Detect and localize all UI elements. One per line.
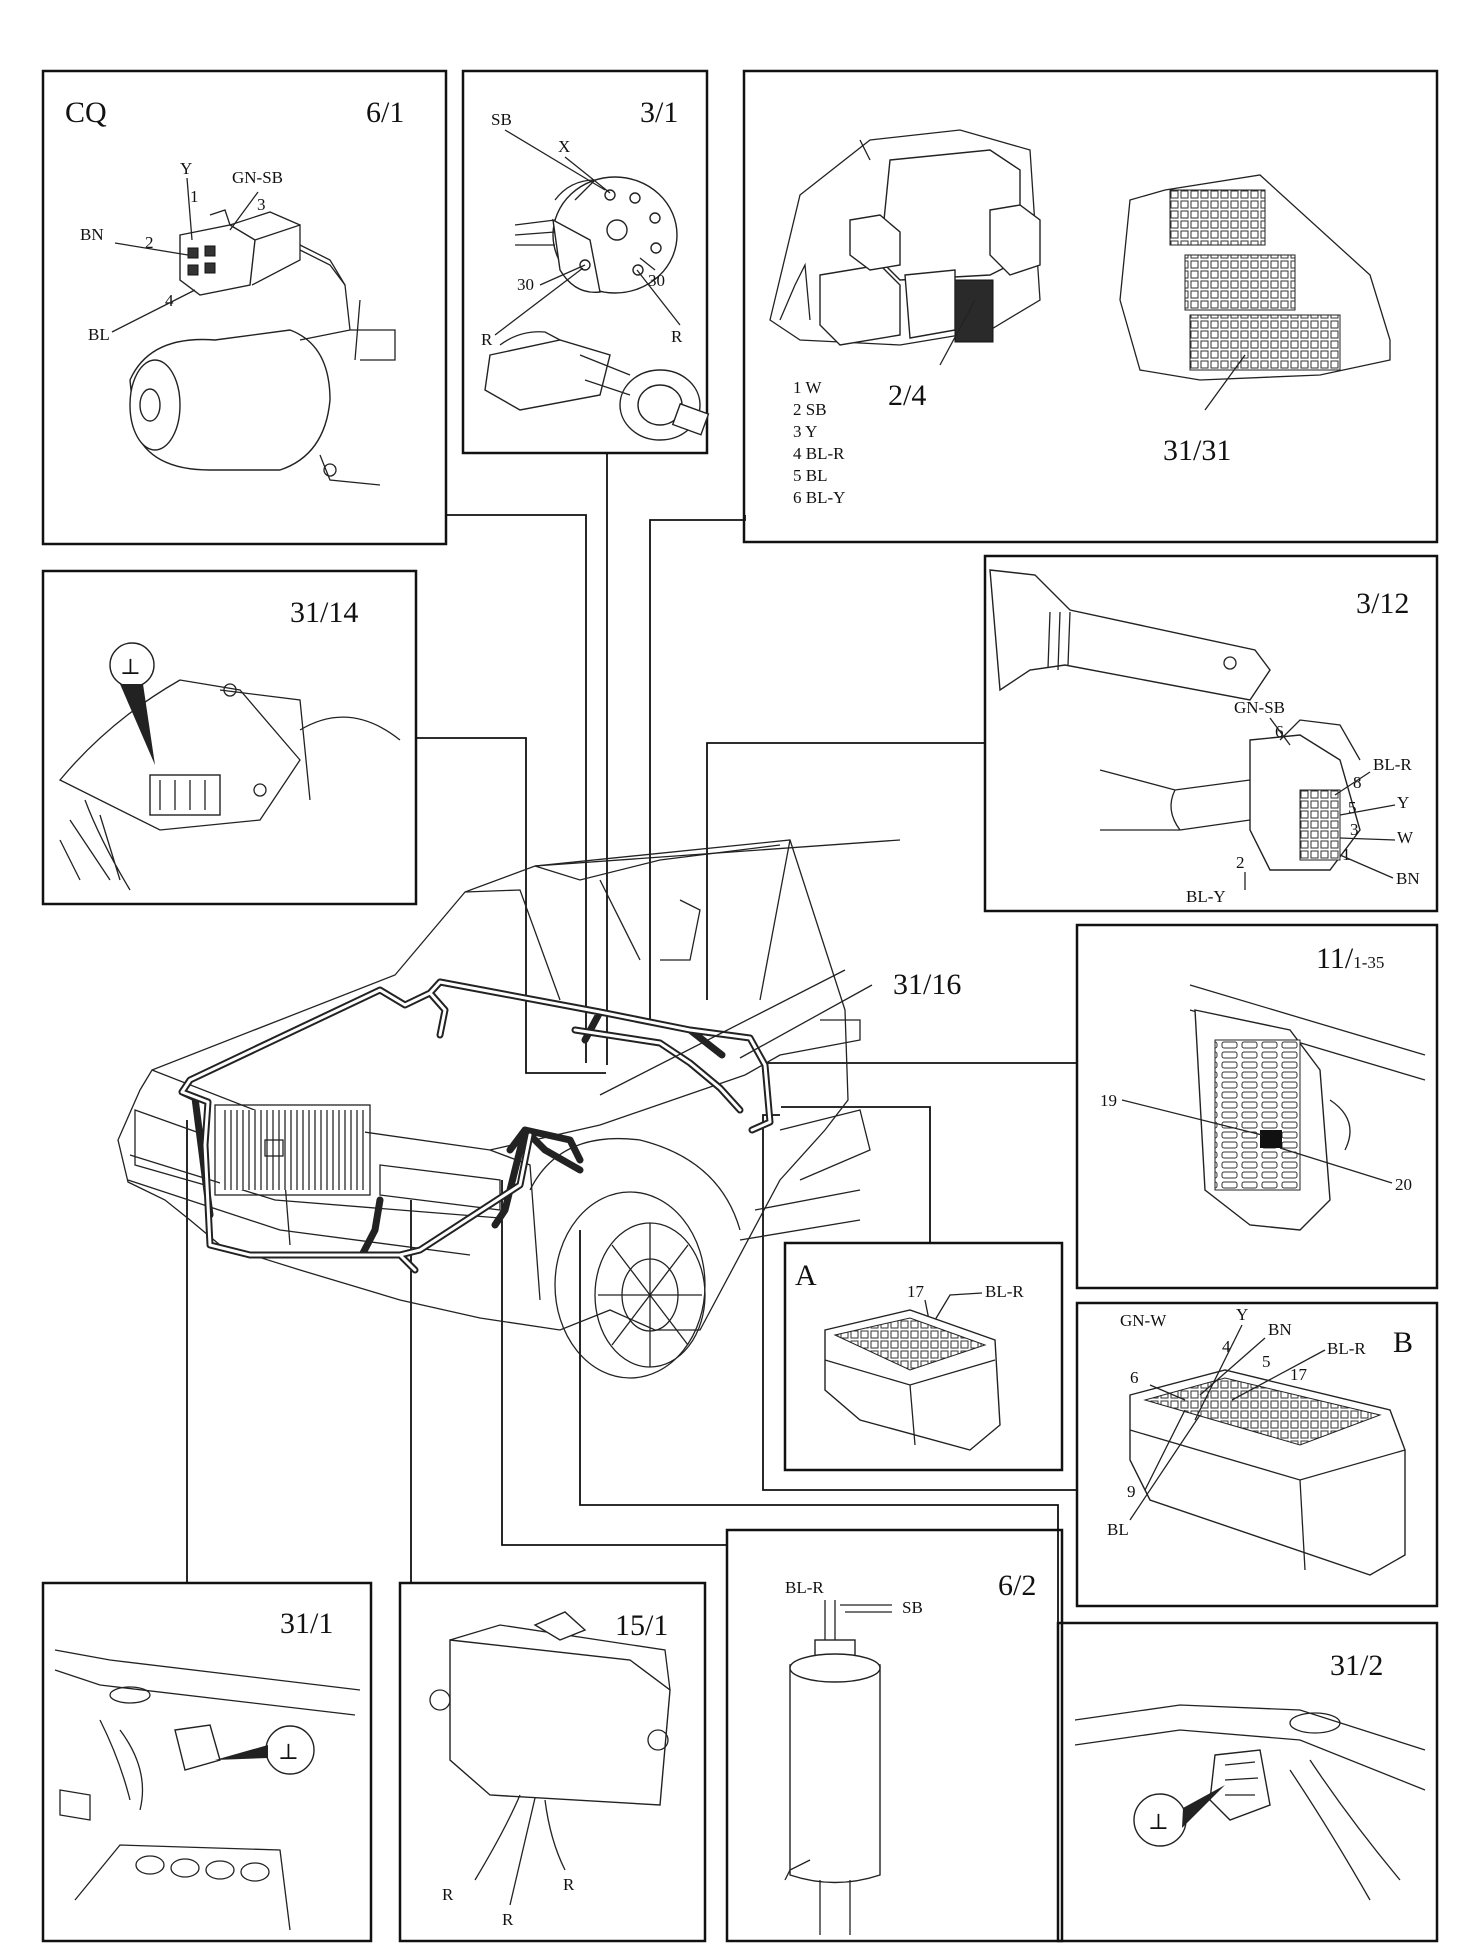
washer-pump-body [789,1664,881,1884]
ground-symbol: ⊥ [1148,1809,1169,1834]
wire-label-sb: SB [902,1598,923,1617]
fusebox-range: 1-35 [1353,953,1384,972]
pin-list-6: 6 BL-Y [793,488,845,507]
pin-6: 6 [1130,1368,1139,1387]
panel-connector-b: B GN-W Y BN BL-R 4 5 6 17 9 BL [1075,1301,1439,1608]
component-ref: 31/1 [280,1607,333,1640]
component-ref: 15/1 [615,1609,668,1642]
relay-base-middle [1184,254,1296,311]
connecting-wires [186,453,1077,1623]
control-module [449,1639,671,1806]
pin-4: 4 [1222,1337,1231,1356]
wire-label-y: Y [1397,793,1409,812]
component-ref: 6/2 [998,1569,1036,1602]
wire-label-bl: BL [1107,1520,1129,1539]
pin-list-4: 4 BL-R [793,444,845,463]
connector-letter: A [795,1259,817,1292]
wire-label-gn-w: GN-W [1120,1311,1167,1330]
relay-base-ref: 31/31 [1163,434,1231,467]
panel-connector-a: A 17 BL-R [783,1241,1064,1472]
panel-ground-31-1: 31/1 ⊥ [41,1581,373,1943]
panel-fuse-box: 11/1-35 19 20 [1075,923,1439,1290]
wire-label-r-left: R [442,1885,454,1904]
wire-label-gn-sb: GN-SB [1234,698,1285,717]
panel-washer-pump: 6/2 BL-R SB [725,1528,1064,1943]
wire-label-bl: BL [88,325,110,344]
pin-3: 3 [1350,820,1359,839]
pin-list-2: 2 SB [793,400,827,419]
wiper-motor-body [129,329,331,471]
wire-label-sb: SB [491,110,512,129]
panel-ground-31-14: 31/14 ⊥ [41,569,418,906]
wire-label-r-left: R [481,330,493,349]
terminal-30-left: 30 [517,275,534,294]
ground-symbol: ⊥ [278,1739,299,1764]
component-ref: 3/1 [640,96,678,129]
wire-label-r-right: R [671,327,683,346]
panel-module-15-1: 15/1 R R R [398,1581,707,1943]
ground-symbol: ⊥ [120,654,141,679]
pin-list-5: 5 BL [793,466,827,485]
panel-relay-center: 2/4 1 W 2 SB 3 Y 4 BL-R 5 BL 6 BL-Y 31/3… [742,69,1439,544]
wire-label-bl-r: BL-R [985,1282,1024,1301]
switch-connector [1299,789,1341,861]
wire-label-r-right: R [563,1875,575,1894]
pin-3: 3 [257,195,266,214]
relay-ref: 2/4 [888,379,926,412]
pin-17: 17 [907,1282,925,1301]
terminal-30-right: 30 [648,271,665,290]
grille-shading [220,1110,365,1190]
relay-base-upper [1169,189,1266,246]
wire-label-bn: BN [1396,869,1420,888]
wire-label-bl-r: BL-R [1327,1339,1366,1358]
connector-letter: B [1393,1326,1413,1359]
wire-label-y: Y [1236,1305,1248,1324]
pin-17: 17 [1290,1365,1308,1384]
wire-label-bl-r: BL-R [1373,755,1412,774]
panel-cq-wiper-motor: CQ 6/1 Y 1 GN-SB 3 BN 2 4 BL [41,69,448,546]
harness-ref: 31/16 [893,968,961,1001]
fusebox-ref: 11/ [1316,942,1354,975]
pin-1: 1 [190,187,199,206]
wire-label-gn-sb: GN-SB [232,168,283,187]
wire-label-y: Y [180,159,192,178]
component-ref: 31/2 [1330,1649,1383,1682]
pin-2: 2 [1236,853,1245,872]
component-ref: 6/1 [366,96,404,129]
panel-wiper-switch: 3/12 GN-SB 6 BL-R 8 Y 5 3 W 1 2 BN BL-Y [983,554,1439,913]
fuse-array [1214,1039,1301,1191]
panel-ground-31-2: 31/2 ⊥ [1056,1621,1439,1943]
pin-2: 2 [145,233,154,252]
wire-label-bl-y: BL-Y [1186,887,1226,906]
wire-label-bn: BN [1268,1320,1292,1339]
wire-label-r-center: R [502,1910,514,1929]
component-ref-main: 11/1-35 [1316,942,1384,975]
pin-list-1: 1 W [793,378,822,397]
pin-9: 9 [1127,1482,1136,1501]
section-label: CQ [65,96,107,129]
pin-1: 1 [1342,845,1351,864]
car-illustration: 31/16 [117,839,961,1379]
component-ref: 31/14 [290,596,358,629]
wire-label-bn: BN [80,225,104,244]
component-ref: 3/12 [1356,587,1409,620]
terminal-x: X [558,137,570,156]
fuse-20: 20 [1395,1175,1412,1194]
wire-label-bl-r: BL-R [785,1578,824,1597]
relay-base-lower [1189,314,1341,371]
pin-list-3: 3 Y [793,422,817,441]
pin-5: 5 [1348,798,1357,817]
pin-8: 8 [1353,773,1362,792]
wire-label-w: W [1397,828,1414,847]
panel-ignition-switch: 3/1 SB X 30 30 R R [461,69,710,455]
pin-4: 4 [165,291,174,310]
relay-2-4 [954,279,994,343]
fuse-19: 19 [1100,1091,1117,1110]
pin-5: 5 [1262,1352,1271,1371]
wiper-stalk [989,569,1271,701]
fuse-19-20 [1260,1130,1282,1148]
